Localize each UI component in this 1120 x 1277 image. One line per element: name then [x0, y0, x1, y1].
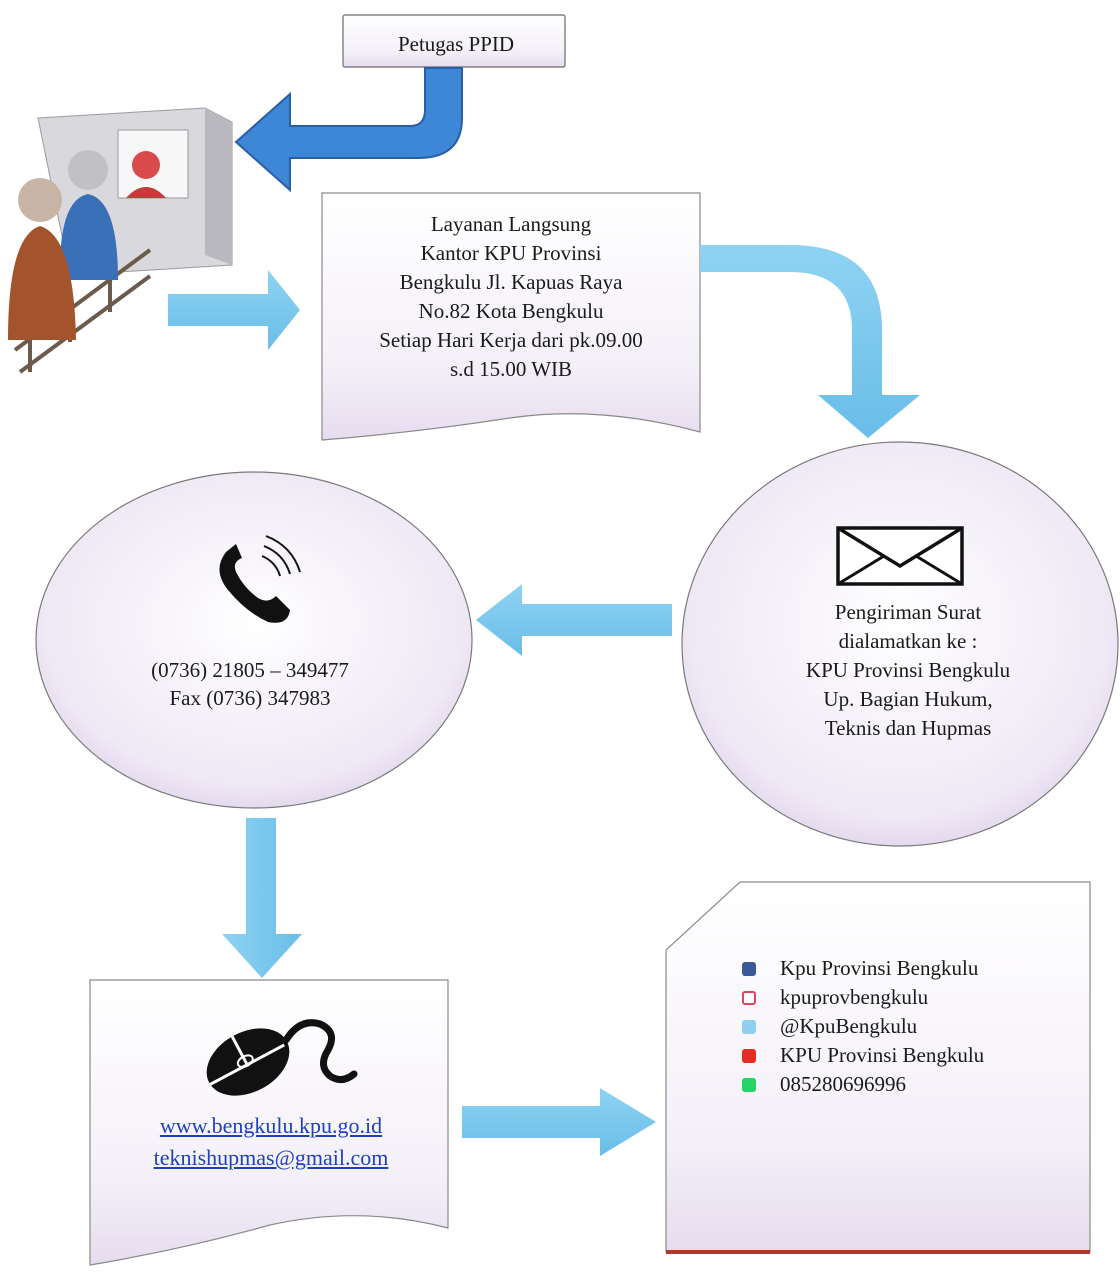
- office-info: Layanan Langsung Kantor KPU Provinsi Ben…: [326, 210, 696, 384]
- social-item-youtube[interactable]: KPU Provinsi Bengkulu: [742, 1041, 1082, 1070]
- arrow-to-office: [168, 270, 300, 350]
- office-line: Layanan Langsung: [430, 212, 592, 236]
- office-line: No.82 Kota Bengkulu: [418, 299, 604, 323]
- computer-mouse-icon: [206, 1019, 358, 1096]
- social-label: kpuprovbengkulu: [780, 985, 929, 1009]
- website-link[interactable]: www.bengkulu.kpu.go.id: [159, 1113, 383, 1138]
- social-item-facebook[interactable]: Kpu Provinsi Bengkulu: [742, 954, 1082, 983]
- mail-line: KPU Provinsi Bengkulu: [805, 658, 1011, 682]
- fax-number: Fax (0736) 347983: [169, 686, 331, 710]
- phone-info: (0736) 21805 – 349477 Fax (0736) 347983: [60, 656, 440, 712]
- social-label: 085280696996: [780, 1072, 906, 1096]
- office-line: Setiap Hari Kerja dari pk.09.00: [379, 328, 643, 352]
- social-list: Kpu Provinsi Bengkulu kpuprovbengkulu @K…: [742, 954, 1082, 1099]
- arrow-to-phone: [476, 584, 672, 656]
- social-item-whatsapp[interactable]: 085280696996: [742, 1070, 1082, 1099]
- social-label: KPU Provinsi Bengkulu: [780, 1043, 985, 1067]
- twitter-icon: [742, 1019, 756, 1034]
- petugas-label: Petugas PPID: [397, 32, 515, 56]
- arrow-to-mail: [700, 245, 920, 438]
- envelope-icon: [836, 526, 964, 586]
- phone-number: (0736) 21805 – 349477: [151, 658, 349, 682]
- mail-line: Up. Bagian Hukum,: [823, 687, 993, 711]
- office-line: Bengkulu Jl. Kapuas Raya: [399, 270, 623, 294]
- web-info: www.bengkulu.kpu.go.id teknishupmas@gmai…: [96, 1110, 446, 1174]
- mail-line: dialamatkan ke :: [838, 629, 978, 653]
- facebook-icon: [742, 961, 756, 976]
- office-line: Kantor KPU Provinsi: [420, 241, 602, 265]
- social-item-twitter[interactable]: @KpuBengkulu: [742, 1012, 1082, 1041]
- email-link[interactable]: teknishupmas@gmail.com: [153, 1145, 389, 1170]
- mail-info: Pengiriman Surat dialamatkan ke : KPU Pr…: [712, 598, 1104, 743]
- web-box: [89, 979, 449, 1266]
- instagram-icon: [742, 990, 756, 1005]
- social-label: Kpu Provinsi Bengkulu: [780, 956, 979, 980]
- youtube-icon: [742, 1048, 756, 1063]
- phone-oval: [35, 471, 473, 809]
- whatsapp-icon: [742, 1077, 756, 1092]
- telephone-icon: [219, 535, 301, 623]
- social-label: @KpuBengkulu: [780, 1014, 918, 1038]
- arrow-to-social: [462, 1088, 656, 1156]
- arrow-to-web: [222, 818, 302, 978]
- office-box: [321, 192, 701, 441]
- office-line: s.d 15.00 WIB: [449, 357, 573, 381]
- mail-line: Pengiriman Surat: [834, 600, 982, 624]
- social-box: [665, 881, 1091, 1254]
- petugas-arrow: [234, 67, 463, 193]
- service-counter-illustration: [8, 107, 233, 374]
- mail-line: Teknis dan Hupmas: [824, 716, 992, 740]
- mail-oval: [681, 441, 1119, 847]
- social-item-instagram[interactable]: kpuprovbengkulu: [742, 983, 1082, 1012]
